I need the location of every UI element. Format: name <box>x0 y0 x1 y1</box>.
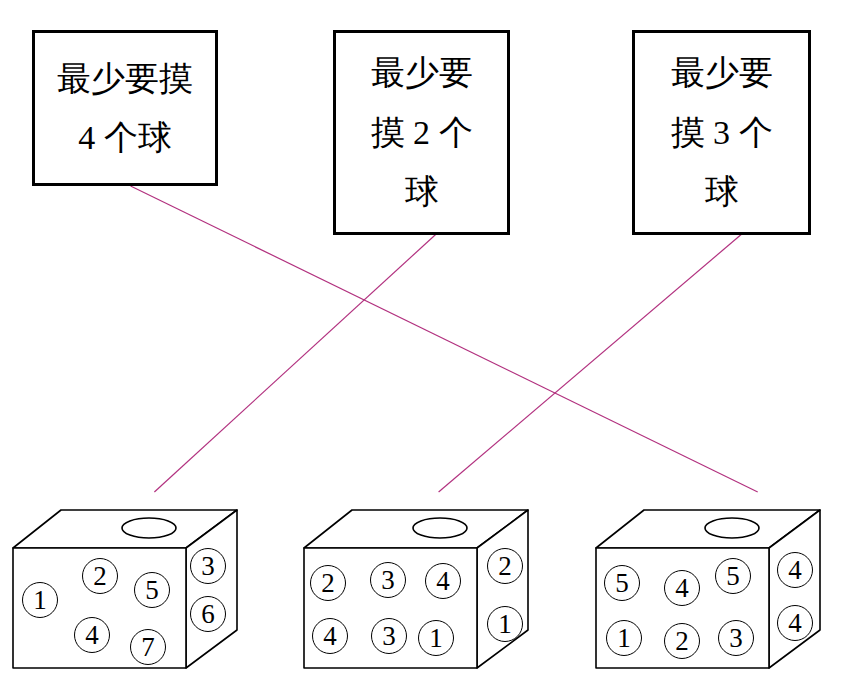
ball-circle: 5 <box>134 572 170 608</box>
ball-number: 4 <box>675 575 689 602</box>
box-label: 最少要摸 4 个球 <box>55 49 195 168</box>
ball-circle: 5 <box>715 558 751 594</box>
ball-box: 1 2 5 4 7 3 6 <box>12 508 238 670</box>
ball-circle: 2 <box>487 548 523 584</box>
ball-circle: 4 <box>664 570 700 606</box>
ball-circle: 6 <box>190 596 226 632</box>
match-line <box>439 235 742 493</box>
ball-number: 4 <box>323 623 337 650</box>
ball-circle: 4 <box>777 552 813 588</box>
ball-circle: 4 <box>74 617 110 653</box>
ball-circle: 7 <box>130 629 166 665</box>
ball-number: 4 <box>788 557 802 584</box>
ball-circle: 1 <box>22 582 58 618</box>
ball-circle: 3 <box>371 618 407 654</box>
ball-number: 3 <box>729 625 743 652</box>
ball-circle: 3 <box>718 620 754 656</box>
ball-circle: 4 <box>777 605 813 641</box>
ball-circle: 1 <box>418 620 454 656</box>
ball-number: 1 <box>33 587 47 614</box>
ball-number: 1 <box>617 625 631 652</box>
ball-circle: 2 <box>310 565 346 601</box>
ball-circle: 1 <box>487 606 523 642</box>
ball-number: 6 <box>201 601 215 628</box>
ball-number: 2 <box>675 628 689 655</box>
ball-box: 5 4 5 1 2 3 4 4 <box>595 508 821 670</box>
ball-circle: 3 <box>370 562 406 598</box>
ball-number: 3 <box>201 553 215 580</box>
ball-number: 1 <box>498 611 512 638</box>
box-label: 最少要摸 3 个球 <box>655 43 788 222</box>
ball-number: 4 <box>436 568 450 595</box>
text-box: 最少要摸 4 个球 <box>32 30 218 186</box>
ball-circle: 2 <box>82 558 118 594</box>
ball-number: 1 <box>429 625 443 652</box>
ball-number: 3 <box>381 567 395 594</box>
ball-circle: 3 <box>190 548 226 584</box>
ball-number: 3 <box>382 623 396 650</box>
ball-circle: 5 <box>604 565 640 601</box>
ball-number: 5 <box>726 563 740 590</box>
box-label: 最少要摸 2 个球 <box>356 43 487 222</box>
ball-circle: 4 <box>425 563 461 599</box>
ball-number: 2 <box>93 563 107 590</box>
ball-number: 4 <box>85 622 99 649</box>
ball-circle: 2 <box>664 623 700 659</box>
text-box: 最少要摸 2 个球 <box>333 30 510 235</box>
ball-number: 2 <box>498 553 512 580</box>
ball-number: 2 <box>321 570 335 597</box>
ball-number: 5 <box>145 577 159 604</box>
ball-number: 4 <box>788 610 802 637</box>
text-box: 最少要摸 3 个球 <box>632 30 811 235</box>
match-line <box>154 235 435 493</box>
ball-circle: 1 <box>606 620 642 656</box>
ball-number: 7 <box>141 634 155 661</box>
ball-circle: 4 <box>312 618 348 654</box>
ball-box: 2 3 4 4 3 1 2 1 <box>303 508 529 670</box>
ball-number: 5 <box>615 570 629 597</box>
